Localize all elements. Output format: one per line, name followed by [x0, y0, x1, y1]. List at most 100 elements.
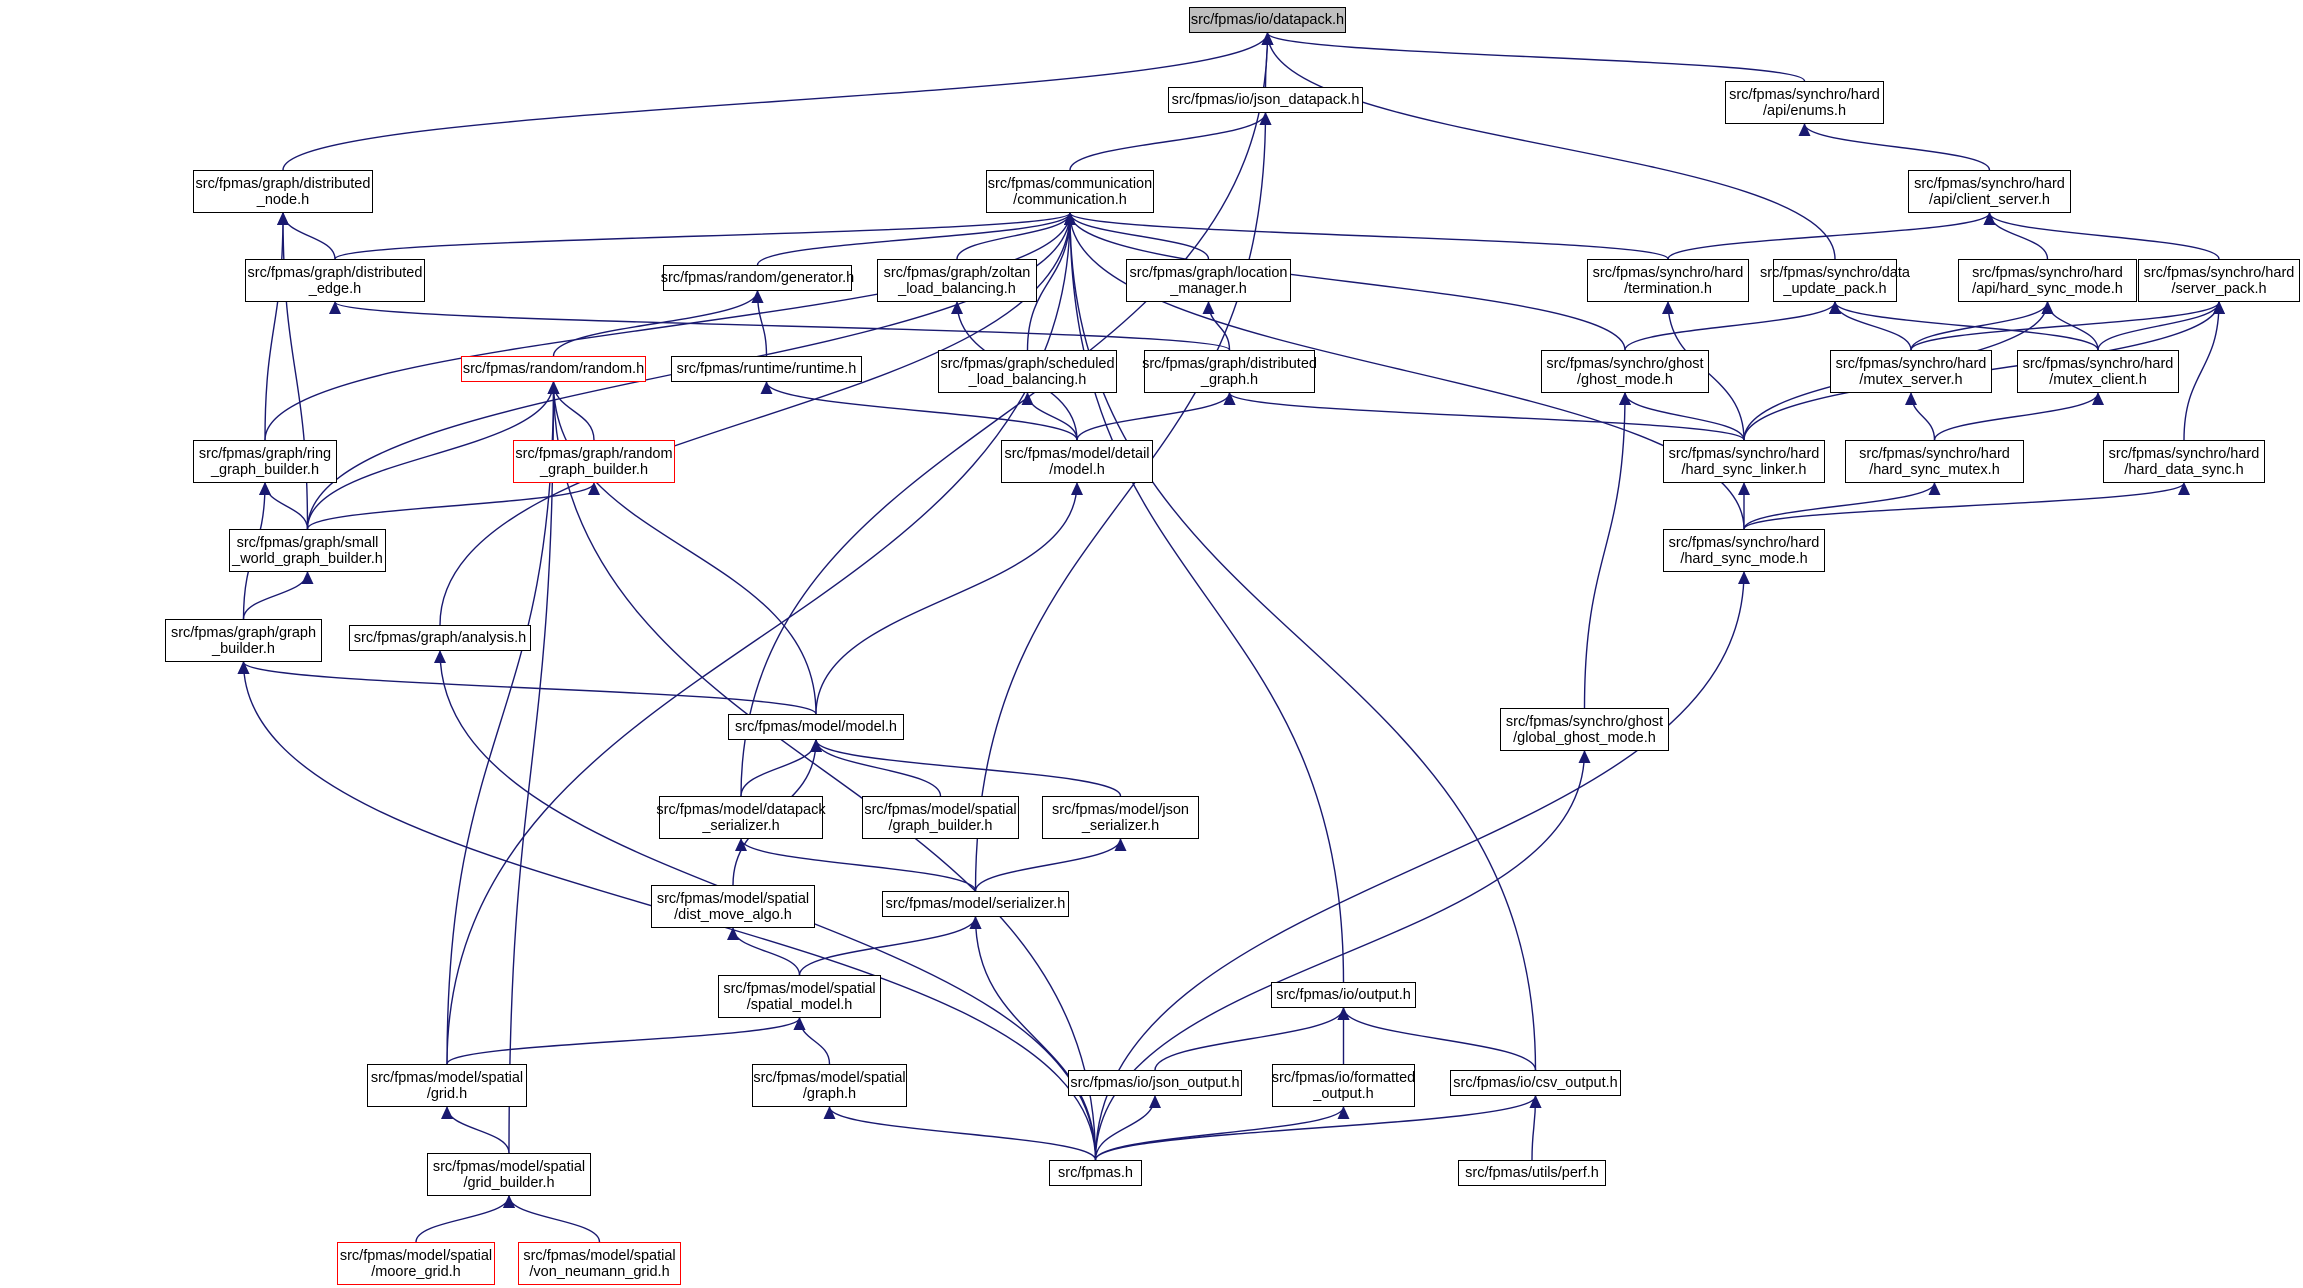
edge-json-serializer-to-model — [810, 739, 1122, 797]
node-serializer[interactable]: src/fpmas/model/serializer.h — [882, 891, 1069, 917]
node-label-line: _world_graph_builder.h — [232, 550, 383, 567]
node-label-line: /graph.h — [802, 1085, 857, 1102]
edge-fpmas-to-serializer — [969, 916, 1097, 1161]
node-label-line: src/fpmas/synchro/ghost — [1546, 355, 1704, 372]
node-graph-builder[interactable]: src/fpmas/graph/graph_builder.h — [165, 619, 322, 662]
edge-ghost-mode-to-data-update-pack — [1624, 301, 1841, 351]
edge-spatial-model-to-serializer — [798, 916, 982, 976]
node-json-datapack[interactable]: src/fpmas/io/json_datapack.h — [1168, 87, 1363, 113]
node-json-output[interactable]: src/fpmas/io/json_output.h — [1068, 1070, 1242, 1096]
node-global-ghost[interactable]: src/fpmas/synchro/ghost/global_ghost_mod… — [1500, 708, 1669, 751]
edge-spatial-graph-to-spatial-model — [793, 1017, 831, 1065]
node-label-line: src/fpmas/synchro/hard — [1668, 534, 1820, 551]
node-random[interactable]: src/fpmas/random/random.h — [461, 356, 646, 382]
node-perf[interactable]: src/fpmas/utils/perf.h — [1458, 1160, 1606, 1186]
node-hard-sync-mode-api[interactable]: src/fpmas/synchro/hard/api/hard_sync_mod… — [1958, 259, 2137, 302]
node-model[interactable]: src/fpmas/model/model.h — [728, 714, 904, 740]
node-location-manager[interactable]: src/fpmas/graph/location_manager.h — [1126, 259, 1291, 302]
node-dist-move[interactable]: src/fpmas/model/spatial/dist_move_algo.h — [651, 885, 815, 928]
node-von-neumann[interactable]: src/fpmas/model/spatial/von_neumann_grid… — [518, 1242, 681, 1285]
node-label-line: _manager.h — [1170, 280, 1247, 297]
node-label-line: src/fpmas/model/detail — [1004, 445, 1150, 462]
node-datapack-serializer[interactable]: src/fpmas/model/datapack_serializer.h — [656, 796, 826, 839]
edge-csv-output-to-output — [1337, 1007, 1537, 1071]
node-data-update-pack[interactable]: src/fpmas/synchro/data_update_pack.h — [1760, 259, 1910, 302]
edge-moore-grid-to-grid-builder — [415, 1195, 515, 1243]
node-label-line: src/fpmas/model/spatial — [864, 801, 1017, 818]
node-small-world[interactable]: src/fpmas/graph/small_world_graph_builde… — [229, 529, 386, 572]
edge-small-world-to-ring — [259, 482, 309, 530]
node-ring[interactable]: src/fpmas/graph/ring_graph_builder.h — [193, 440, 337, 483]
node-spatial-model[interactable]: src/fpmas/model/spatial/spatial_model.h — [718, 975, 881, 1018]
edge-ring-to-communication — [264, 212, 1076, 441]
node-enums[interactable]: src/fpmas/synchro/hard/api/enums.h — [1725, 81, 1884, 124]
node-spatial-graph-builder[interactable]: src/fpmas/model/spatial/graph_builder.h — [862, 796, 1019, 839]
node-scheduled[interactable]: src/fpmas/graph/scheduled_load_balancing… — [938, 350, 1117, 393]
node-hard-sync-mode[interactable]: src/fpmas/synchro/hard/hard_sync_mode.h — [1663, 529, 1825, 572]
node-formatted-output[interactable]: src/fpmas/io/formatted_output.h — [1272, 1064, 1415, 1107]
node-server-pack[interactable]: src/fpmas/synchro/hard/server_pack.h — [2138, 259, 2300, 302]
node-label-line: /hard_sync_linker.h — [1681, 461, 1807, 478]
node-grid[interactable]: src/fpmas/model/spatial/grid.h — [367, 1064, 527, 1107]
node-csv-output[interactable]: src/fpmas/io/csv_output.h — [1450, 1070, 1621, 1096]
node-label-line: /grid.h — [426, 1085, 468, 1102]
edge-serializer-to-datapack-serializer — [735, 838, 977, 892]
node-json-serializer[interactable]: src/fpmas/model/json_serializer.h — [1042, 796, 1199, 839]
node-distributed-edge[interactable]: src/fpmas/graph/distributed_edge.h — [245, 259, 425, 302]
edge-distributed-edge-to-distributed-node — [277, 212, 336, 260]
node-generator[interactable]: src/fpmas/random/generator.h — [661, 265, 854, 291]
node-output[interactable]: src/fpmas/io/output.h — [1271, 982, 1416, 1008]
node-moore-grid[interactable]: src/fpmas/model/spatial/moore_grid.h — [337, 1242, 495, 1285]
node-spatial-graph[interactable]: src/fpmas/model/spatial/graph.h — [752, 1064, 907, 1107]
node-distributed-node[interactable]: src/fpmas/graph/distributed_node.h — [193, 170, 373, 213]
node-label-line: src/fpmas/synchro/hard — [1729, 86, 1880, 103]
edge-fpmas-to-json-output — [1094, 1095, 1161, 1161]
node-label-line: src/fpmas/synchro/hard — [2143, 264, 2295, 281]
node-mutex-server[interactable]: src/fpmas/synchro/hard/mutex_server.h — [1830, 350, 1992, 393]
node-label-line: _graph_builder.h — [210, 461, 320, 478]
node-label-line: src/fpmas/model/spatial — [523, 1247, 676, 1264]
node-label-line: src/fpmas/synchro/hard — [2022, 355, 2174, 372]
node-hard-sync-mutex[interactable]: src/fpmas/synchro/hard/hard_sync_mutex.h — [1845, 440, 2024, 483]
edge-mutex-client-to-data-update-pack — [1829, 301, 2099, 351]
node-analysis[interactable]: src/fpmas/graph/analysis.h — [349, 625, 531, 651]
node-label-line: /moore_grid.h — [371, 1263, 461, 1280]
edge-enums-to-datapack — [1261, 32, 1806, 82]
edge-distributed-graph-to-distributed-edge — [329, 301, 1231, 351]
node-label-line: src/fpmas/io/csv_output.h — [1453, 1075, 1618, 1091]
node-hard-sync-linker[interactable]: src/fpmas/synchro/hard/hard_sync_linker.… — [1663, 440, 1825, 483]
node-model-detail[interactable]: src/fpmas/model/detail/model.h — [1001, 440, 1153, 483]
node-datapack[interactable]: src/fpmas/io/datapack.h — [1189, 7, 1346, 33]
edge-grid-builder-to-random — [508, 381, 560, 1154]
node-label-line: src/fpmas/graph/random — [515, 445, 673, 462]
node-label-line: _builder.h — [212, 640, 275, 657]
node-label-line: /termination.h — [1624, 280, 1712, 297]
node-grid-builder[interactable]: src/fpmas/model/spatial/grid_builder.h — [427, 1153, 591, 1196]
node-distributed-graph[interactable]: src/fpmas/graph/distributed_graph.h — [1142, 350, 1317, 393]
edge-distributed-node-to-datapack — [282, 32, 1274, 171]
edge-ring-to-distributed-node — [264, 212, 289, 441]
node-fpmas[interactable]: src/fpmas.h — [1049, 1160, 1142, 1186]
node-ghost-mode[interactable]: src/fpmas/synchro/ghost/ghost_mode.h — [1541, 350, 1709, 393]
node-label-line: /graph_builder.h — [888, 817, 993, 834]
edge-graph-builder-to-small-world — [242, 571, 314, 620]
node-runtime[interactable]: src/fpmas/runtime/runtime.h — [671, 356, 862, 382]
edge-von-neumann-to-grid-builder — [503, 1195, 601, 1243]
node-label-line: /api/enums.h — [1762, 102, 1847, 119]
node-label-line: src/fpmas/model/spatial — [432, 1158, 586, 1175]
node-termination[interactable]: src/fpmas/synchro/hard/termination.h — [1587, 259, 1749, 302]
edge-fpmas-to-hard-sync-mode — [1094, 571, 1750, 1161]
node-label-line: src/fpmas.h — [1058, 1165, 1133, 1181]
node-mutex-client[interactable]: src/fpmas/synchro/hard/mutex_client.h — [2017, 350, 2179, 393]
node-random-graph-builder[interactable]: src/fpmas/graph/random_graph_builder.h — [513, 440, 675, 483]
edge-small-world-to-random-graph-builder — [306, 482, 600, 530]
node-client-server[interactable]: src/fpmas/synchro/hard/api/client_server… — [1908, 170, 2071, 213]
node-label-line: /mutex_server.h — [1859, 371, 1963, 388]
node-hard-data-sync[interactable]: src/fpmas/synchro/hard/hard_data_sync.h — [2103, 440, 2265, 483]
node-zoltan[interactable]: src/fpmas/graph/zoltan_load_balancing.h — [877, 259, 1037, 302]
node-communication[interactable]: src/fpmas/communication/communication.h — [986, 170, 1154, 213]
node-label-line: src/fpmas/synchro/ghost — [1505, 713, 1664, 730]
node-label-line: _edge.h — [308, 280, 362, 297]
node-label-line: src/fpmas/model/spatial — [339, 1247, 493, 1264]
